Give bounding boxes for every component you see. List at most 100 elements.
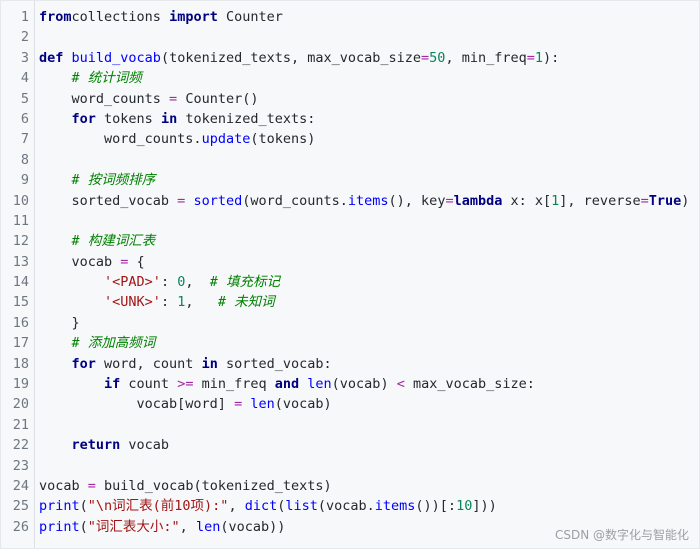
line-number: 3 xyxy=(20,49,29,66)
code-token xyxy=(39,356,72,372)
code-token: max_vocab_size: xyxy=(404,376,535,393)
code-token xyxy=(39,294,104,310)
code-line: 20 vocab[word] = len(vocab) xyxy=(1,394,699,414)
line-number: 12 xyxy=(12,233,29,250)
code-token: vocab xyxy=(120,437,170,454)
code-token: in xyxy=(160,110,178,127)
code-token: x: x[ xyxy=(502,192,552,209)
code-token: = xyxy=(120,253,129,270)
code-token: len xyxy=(307,376,332,393)
code-token: return xyxy=(71,437,121,454)
code-token xyxy=(39,376,104,392)
code-token: len xyxy=(195,518,221,535)
code-line: 5 word_counts = Counter() xyxy=(1,89,699,109)
code-token: 1 xyxy=(177,294,186,311)
code-token: # 添加高频词 xyxy=(71,335,156,352)
code-token: = xyxy=(234,396,243,413)
code-token: (vocab) xyxy=(274,396,332,413)
code-token: print xyxy=(39,518,80,535)
code-line: 17 # 添加高频词 xyxy=(1,333,699,353)
watermark: CSDN @数字化与智能化 xyxy=(554,528,689,542)
code-token: items xyxy=(374,498,416,515)
code-text: vocab = { xyxy=(39,252,145,272)
code-token: = xyxy=(87,477,96,494)
code-token xyxy=(39,111,72,127)
code-token: word_counts. xyxy=(39,131,202,148)
code-token: # 构建词汇表 xyxy=(71,233,156,250)
line-number: 2 xyxy=(20,29,29,46)
code-token: "\n词汇表(前10项):" xyxy=(87,498,229,515)
code-line: 23 xyxy=(1,456,699,476)
code-text: print("词汇表大小:", len(vocab)) xyxy=(39,517,285,537)
code-token: vocab[word] xyxy=(39,396,235,413)
code-token: # 统计词频 xyxy=(71,70,142,87)
code-line: 22 return vocab xyxy=(1,435,699,455)
code-token: ( xyxy=(277,498,286,515)
code-line: 14 '<PAD>': 0, # 填充标记 xyxy=(1,272,699,292)
code-token: len xyxy=(250,396,275,413)
line-number: 5 xyxy=(20,90,29,107)
code-text: sorted_vocab = sorted(word_counts.items(… xyxy=(39,191,690,211)
code-token: for xyxy=(71,355,96,372)
code-token: # 未知词 xyxy=(217,294,275,311)
code-token: = xyxy=(421,49,430,66)
code-token: : xyxy=(160,294,178,311)
line-number: 11 xyxy=(12,212,29,229)
code-text: } xyxy=(39,313,80,333)
line-number: 1 xyxy=(20,9,29,25)
code-text: fromcollections import Counter xyxy=(39,7,283,27)
code-token: # 填充标记 xyxy=(209,274,280,291)
code-token: Counter() xyxy=(177,90,259,107)
code-token: (vocab) xyxy=(331,376,397,393)
code-token: # 按词频排序 xyxy=(71,172,156,189)
line-number: 19 xyxy=(12,376,29,393)
code-token: 10 xyxy=(456,498,473,515)
line-number: 6 xyxy=(20,110,29,127)
code-text: vocab[word] = len(vocab) xyxy=(39,394,332,414)
line-number: 21 xyxy=(12,416,29,433)
code-token: if xyxy=(104,376,121,393)
code-token: tokens xyxy=(95,110,161,127)
code-token: collections xyxy=(71,9,170,25)
line-number: 7 xyxy=(20,131,29,148)
code-token: ) xyxy=(681,192,690,209)
code-token: ( xyxy=(79,498,88,515)
code-token: = xyxy=(640,192,649,209)
code-line: 16 } xyxy=(1,313,699,333)
code-line: 18 for word, count in sorted_vocab: xyxy=(1,354,699,374)
code-token: (vocab)) xyxy=(220,518,286,535)
code-token: , xyxy=(228,498,245,515)
code-text: word_counts = Counter() xyxy=(39,89,259,109)
code-line: 19 if count >= min_freq and len(vocab) <… xyxy=(1,374,699,394)
code-text: '<PAD>': 0, # 填充标记 xyxy=(39,272,280,292)
line-number: 22 xyxy=(12,437,29,454)
code-line: 12 # 构建词汇表 xyxy=(1,231,699,251)
code-token: 1 xyxy=(534,49,543,66)
code-token: lambda xyxy=(453,192,503,209)
code-token: = xyxy=(526,49,535,66)
code-line: 13 vocab = { xyxy=(1,252,699,272)
code-token: >= xyxy=(177,376,194,393)
code-line: 4 # 统计词频 xyxy=(1,68,699,88)
line-number: 25 xyxy=(12,498,29,515)
code-text: # 按词频排序 xyxy=(39,170,156,190)
code-token: , xyxy=(185,274,210,291)
line-number: 18 xyxy=(12,355,29,372)
code-token: sorted_vocab xyxy=(39,192,178,209)
line-number: 16 xyxy=(12,314,29,331)
line-number-gutter xyxy=(1,1,35,548)
code-line: 10 sorted_vocab = sorted(word_counts.ite… xyxy=(1,191,699,211)
code-token: ])) xyxy=(472,498,497,515)
code-token xyxy=(39,233,72,249)
line-number: 9 xyxy=(20,172,29,189)
code-token: 50 xyxy=(429,49,446,66)
code-token: (tokenized_texts, max_vocab_size xyxy=(160,49,422,66)
code-token: 1 xyxy=(551,192,560,209)
code-token: count xyxy=(120,376,178,393)
code-token: min_freq xyxy=(193,376,275,393)
code-token: = xyxy=(445,192,454,209)
code-token: vocab xyxy=(39,477,88,494)
